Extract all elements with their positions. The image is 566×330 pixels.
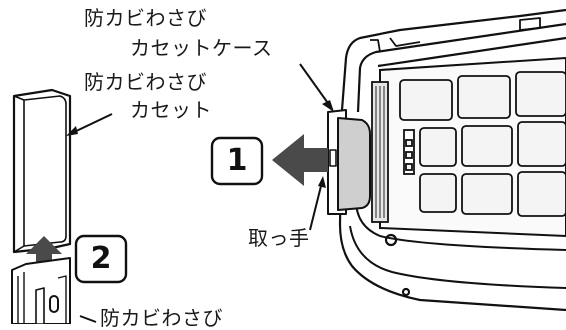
cassette-label-line2: カセット xyxy=(130,98,212,122)
step-2-number: 2 xyxy=(90,241,112,276)
insert-arrow xyxy=(26,236,62,274)
pull-arrow xyxy=(272,134,328,186)
case-label-line1: 防カビわさび xyxy=(84,6,207,30)
leader-lines xyxy=(69,63,331,323)
cassette-case xyxy=(327,109,371,215)
handle-label: 取っ手 xyxy=(248,226,310,250)
step-1-number: 1 xyxy=(226,143,248,178)
cassette-holder xyxy=(11,257,71,324)
cassette xyxy=(12,88,72,254)
step-2-box xyxy=(74,234,128,284)
step-1-box xyxy=(210,136,264,186)
filter-grid xyxy=(371,56,566,238)
cassette-label-line1: 防カビわさび xyxy=(84,70,207,94)
leader-arrowheads xyxy=(66,100,334,188)
bottom-partial-label: 防カビわさび xyxy=(100,306,223,330)
case-label-line2: カセットケース xyxy=(130,36,273,60)
